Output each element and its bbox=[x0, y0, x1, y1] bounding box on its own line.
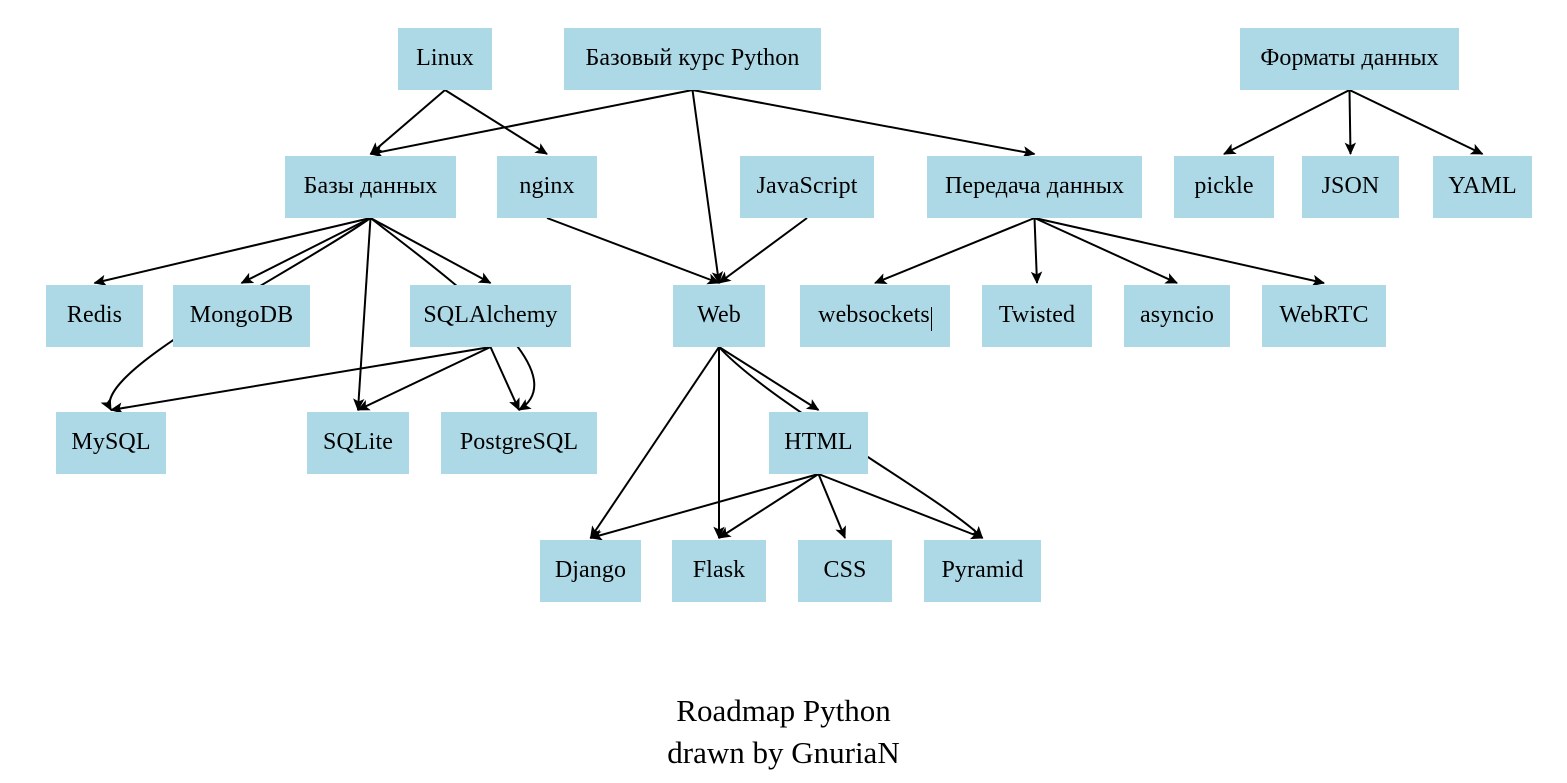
graph-node-label-mysql: MySQL bbox=[71, 429, 151, 455]
graph-node-label-yaml: YAML bbox=[1448, 173, 1517, 199]
graph-node-label-sqlite: SQLite bbox=[323, 429, 393, 455]
graph-node-sqlite[interactable]: SQLite bbox=[307, 412, 409, 474]
graph-edge-sqlalchemy-to-mysql bbox=[110, 346, 491, 414]
graph-edge-transfer-to-webrtc bbox=[1034, 217, 1325, 287]
graph-node-pyramid[interactable]: Pyramid bbox=[924, 540, 1041, 602]
graph-node-label-nginx: nginx bbox=[519, 173, 575, 199]
graph-edge-nginx-to-web bbox=[546, 217, 720, 285]
graph-edge-formats-to-json bbox=[1344, 89, 1357, 155]
graph-node-label-pickle: pickle bbox=[1194, 173, 1254, 199]
graph-node-label-json: JSON bbox=[1321, 173, 1380, 199]
graph-node-label-asyncio: asyncio bbox=[1139, 302, 1214, 328]
graph-node-asyncio[interactable]: asyncio bbox=[1124, 285, 1230, 347]
graph-node-css[interactable]: CSS bbox=[798, 540, 892, 602]
graph-edge-databases-to-sqlite bbox=[353, 217, 372, 411]
graph-node-twisted[interactable]: Twisted bbox=[982, 285, 1092, 347]
graph-node-label-linux: Linux bbox=[416, 45, 474, 71]
graph-node-webrtc[interactable]: WebRTC bbox=[1262, 285, 1386, 347]
graph-edge-transfer-to-twisted bbox=[1030, 217, 1043, 284]
graph-node-transfer[interactable]: Передача данных bbox=[927, 156, 1142, 218]
graph-node-label-web: Web bbox=[697, 302, 741, 328]
graph-node-web[interactable]: Web bbox=[673, 285, 765, 347]
graph-edge-python_base-to-web bbox=[691, 89, 724, 284]
graph-node-label-postgresql: PostgreSQL bbox=[459, 429, 579, 455]
graph-edge-web-to-html bbox=[718, 346, 820, 411]
graph-edge-html-to-pyramid bbox=[818, 473, 984, 540]
graph-node-yaml[interactable]: YAML bbox=[1433, 156, 1532, 218]
diagram-caption: Roadmap Python drawn by GnuriaN bbox=[0, 690, 1567, 773]
graph-node-label-websockets: websockets bbox=[818, 302, 930, 328]
graph-edge-html-to-flask bbox=[718, 473, 820, 539]
graph-node-javascript[interactable]: JavaScript bbox=[740, 156, 874, 218]
graph-node-databases[interactable]: Базы данных bbox=[285, 156, 456, 218]
graph-node-label-django: Django bbox=[554, 557, 627, 583]
graph-node-sqlalchemy[interactable]: SQLAlchemy bbox=[410, 285, 571, 347]
graph-node-label-formats: Форматы данных bbox=[1260, 45, 1439, 71]
graph-node-label-redis: Redis bbox=[66, 302, 123, 328]
graph-node-mongodb[interactable]: MongoDB bbox=[173, 285, 310, 347]
graph-edge-formats-to-yaml bbox=[1349, 89, 1484, 155]
graph-edge-sqlalchemy-to-postgresql bbox=[489, 346, 520, 411]
graph-node-label-html: HTML bbox=[784, 429, 853, 455]
graph-edge-linux-to-databases bbox=[369, 89, 446, 155]
graph-node-python_base[interactable]: Базовый курс Python bbox=[564, 28, 821, 90]
graph-edge-databases-to-redis bbox=[93, 217, 371, 286]
graph-node-redis[interactable]: Redis bbox=[46, 285, 143, 347]
graph-node-label-flask: Flask bbox=[692, 557, 746, 583]
graph-node-label-databases: Базы данных bbox=[303, 173, 438, 199]
diagram-subtitle: drawn by GnuriaN bbox=[667, 734, 900, 770]
text-cursor-icon bbox=[930, 307, 932, 331]
graph-node-websockets[interactable]: websockets bbox=[800, 285, 950, 347]
diagram-title: Roadmap Python bbox=[676, 693, 891, 728]
graph-edge-html-to-django bbox=[589, 473, 819, 541]
graph-node-mysql[interactable]: MySQL bbox=[56, 412, 166, 474]
graph-edge-web-to-django bbox=[589, 346, 720, 539]
graph-node-label-webrtc: WebRTC bbox=[1279, 302, 1369, 328]
graph-node-postgresql[interactable]: PostgreSQL bbox=[441, 412, 597, 474]
graph-edge-sqlalchemy-to-sqlite bbox=[357, 346, 491, 411]
graph-node-label-sqlalchemy: SQLAlchemy bbox=[423, 302, 558, 328]
graph-edge-html-to-css bbox=[817, 473, 846, 539]
graph-edge-python_base-to-databases bbox=[369, 89, 693, 158]
graph-node-json[interactable]: JSON bbox=[1302, 156, 1399, 218]
graph-node-label-pyramid: Pyramid bbox=[941, 557, 1024, 583]
graph-edge-formats-to-pickle bbox=[1223, 89, 1350, 155]
graph-node-label-css: CSS bbox=[823, 557, 867, 583]
graph-node-label-mongodb: MongoDB bbox=[189, 302, 294, 328]
graph-edge-databases-to-sqlalchemy bbox=[370, 217, 492, 284]
graph-node-label-javascript: JavaScript bbox=[756, 173, 858, 199]
graph-edge-transfer-to-websockets bbox=[874, 217, 1035, 284]
graph-node-label-python_base: Базовый курс Python bbox=[585, 45, 800, 71]
graph-node-nginx[interactable]: nginx bbox=[497, 156, 597, 218]
graph-node-label-transfer: Передача данных bbox=[944, 173, 1125, 199]
graph-node-django[interactable]: Django bbox=[540, 540, 641, 602]
graph-edge-transfer-to-asyncio bbox=[1034, 217, 1178, 284]
graph-node-linux[interactable]: Linux bbox=[398, 28, 492, 90]
graph-node-pickle[interactable]: pickle bbox=[1174, 156, 1274, 218]
graph-node-label-twisted: Twisted bbox=[998, 302, 1076, 328]
graph-edge-databases-to-mongodb bbox=[240, 217, 371, 284]
graph-node-formats[interactable]: Форматы данных bbox=[1240, 28, 1459, 90]
graph-node-flask[interactable]: Flask bbox=[672, 540, 766, 602]
graph-edge-linux-to-nginx bbox=[444, 89, 548, 155]
graph-node-html[interactable]: HTML bbox=[769, 412, 868, 474]
graph-edge-python_base-to-transfer bbox=[692, 89, 1036, 158]
graph-edge-javascript-to-web bbox=[718, 217, 808, 284]
